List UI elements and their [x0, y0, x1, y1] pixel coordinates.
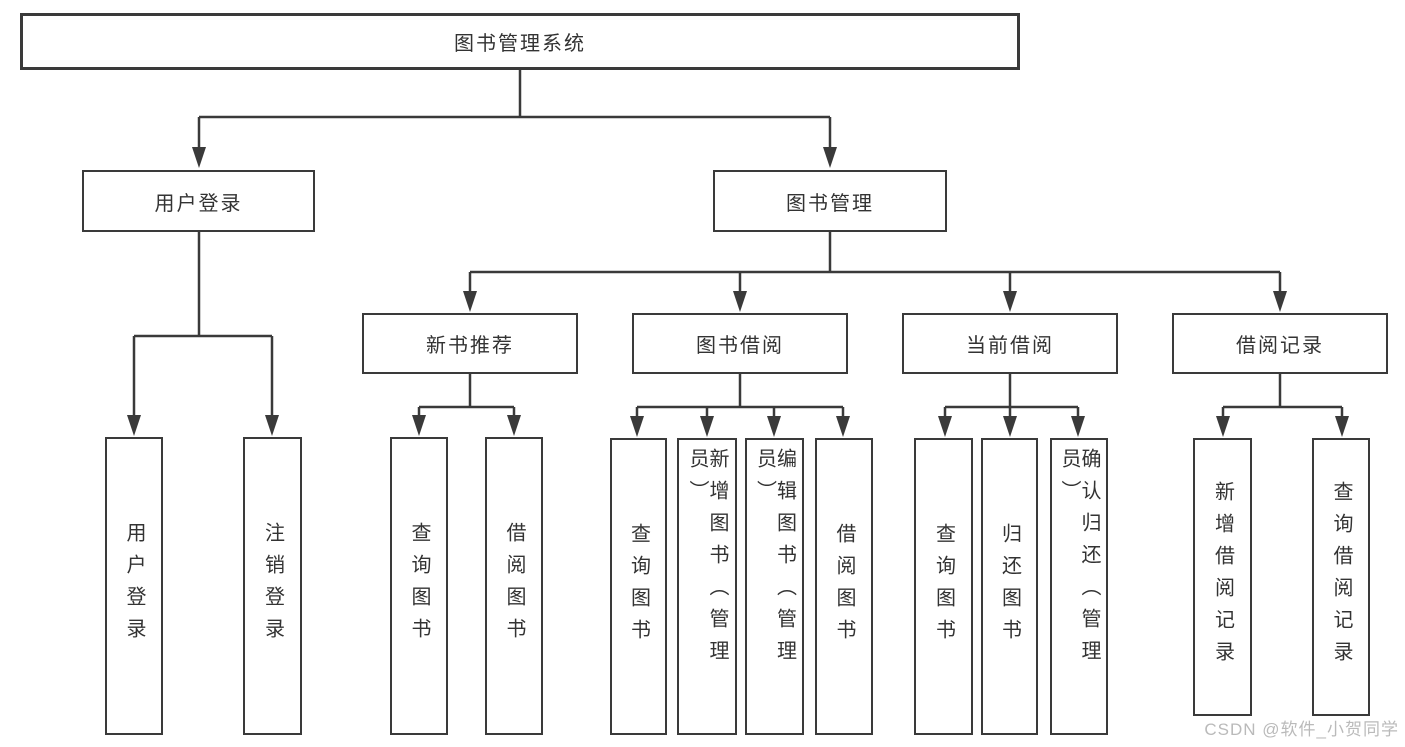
connector-user-login-children [127, 232, 279, 436]
node-book-borrow: 图书借阅 [632, 313, 848, 374]
node-root: 图书管理系统 [20, 13, 1020, 70]
leaf-new-books-query: 查询图书 [390, 437, 448, 735]
connector-root-to-level2 [192, 69, 837, 168]
leaf-book-borrow-edit: 编辑图书（管理员） [745, 438, 804, 735]
leaf-user-login: 用户登录 [105, 437, 163, 735]
watermark: CSDN @软件_小贺同学 [1204, 720, 1399, 739]
leaf-new-books-borrow: 借阅图书 [485, 437, 543, 735]
node-borrow-records: 借阅记录 [1172, 313, 1388, 374]
leaf-current-borrow-return: 归还图书 [981, 438, 1038, 735]
leaf-current-borrow-confirm: 确认归还（管理员） [1050, 438, 1108, 735]
connector-book-borrow-children [630, 374, 850, 437]
leaf-book-borrow-query: 查询图书 [610, 438, 667, 735]
node-book-mgmt: 图书管理 [713, 170, 947, 232]
connector-current-borrow-children [938, 374, 1085, 437]
leaf-current-borrow-query: 查询图书 [914, 438, 973, 735]
leaf-book-borrow-borrow: 借阅图书 [815, 438, 873, 735]
leaf-borrow-records-add: 新增借阅记录 [1193, 438, 1252, 716]
leaf-book-borrow-add: 新增图书（管理员） [677, 438, 737, 735]
connector-borrow-records-children [1216, 374, 1349, 437]
connector-new-books-children [412, 374, 521, 436]
node-user-login: 用户登录 [82, 170, 315, 232]
connector-book-mgmt-children [463, 232, 1287, 312]
leaf-logout: 注销登录 [243, 437, 302, 735]
node-new-books: 新书推荐 [362, 313, 578, 374]
leaf-borrow-records-query: 查询借阅记录 [1312, 438, 1370, 716]
node-current-borrow: 当前借阅 [902, 313, 1118, 374]
